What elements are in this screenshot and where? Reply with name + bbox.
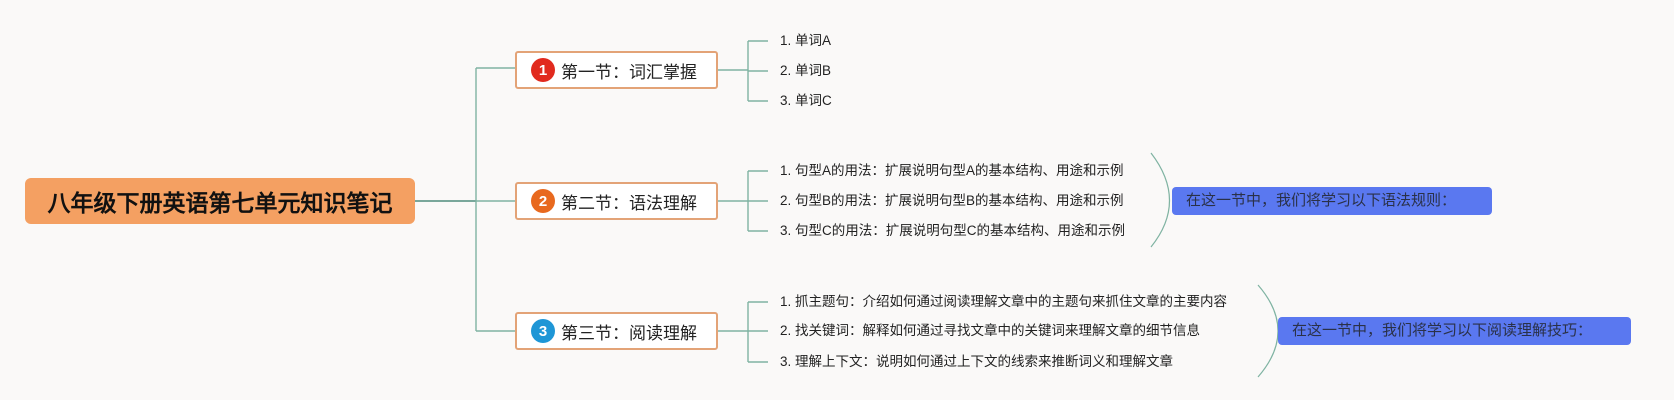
root-title-text: 八年级下册英语第七单元知识笔记 (47, 190, 393, 216)
section-2-node[interactable]: 2 第二节：语法理解 (515, 182, 718, 220)
root-title[interactable]: 八年级下册英语第七单元知识笔记 (25, 178, 415, 224)
section-1-item-3[interactable]: 3. 单词C (780, 93, 832, 108)
section-3-item-1[interactable]: 1. 抓主题句：介绍如何通过阅读理解文章中的主题句来抓住文章的主要内容 (780, 294, 1228, 309)
section-2-summary-note[interactable]: 在这一节中，我们将学习以下语法规则： (1172, 187, 1492, 215)
section-2-leaf-connectors (718, 170, 768, 232)
section-2-item-3[interactable]: 3. 句型C的用法：扩展说明句型C的基本结构、用途和示例 (780, 223, 1126, 238)
section-1-node[interactable]: 1 第一节：词汇掌握 (515, 51, 718, 89)
section-1-item-1[interactable]: 1. 单词A (780, 33, 832, 48)
section-2-item-1[interactable]: 1. 句型A的用法：扩展说明句型A的基本结构、用途和示例 (780, 163, 1124, 178)
section-3-item-3[interactable]: 3. 理解上下文：说明如何通过上下文的线索来推断词义和理解文章 (780, 354, 1174, 369)
section-3-node[interactable]: 3 第三节：阅读理解 (515, 312, 718, 350)
section-2-brace (1150, 152, 1170, 248)
section-3-brace (1257, 284, 1279, 378)
section-3-leaf-connectors (718, 301, 768, 363)
section-1-title: 第一节：词汇掌握 (561, 62, 697, 82)
section-2-title: 第二节：语法理解 (561, 193, 697, 213)
section-1-item-2[interactable]: 2. 单词B (780, 63, 832, 78)
section-3-item-2[interactable]: 2. 找关键词：解释如何通过寻找文章中的关键词来理解文章的细节信息 (780, 323, 1201, 338)
section-3-summary-note[interactable]: 在这一节中，我们将学习以下阅读理解技巧： (1278, 317, 1631, 345)
section-1-leaf-connectors (718, 40, 768, 102)
section-1-number-badge: 1 (531, 58, 555, 82)
section-2-number-badge: 2 (531, 189, 555, 213)
section-2-item-2[interactable]: 2. 句型B的用法：扩展说明句型B的基本结构、用途和示例 (780, 193, 1124, 208)
section-3-title: 第三节：阅读理解 (561, 323, 697, 343)
section-3-number-badge: 3 (531, 319, 555, 343)
